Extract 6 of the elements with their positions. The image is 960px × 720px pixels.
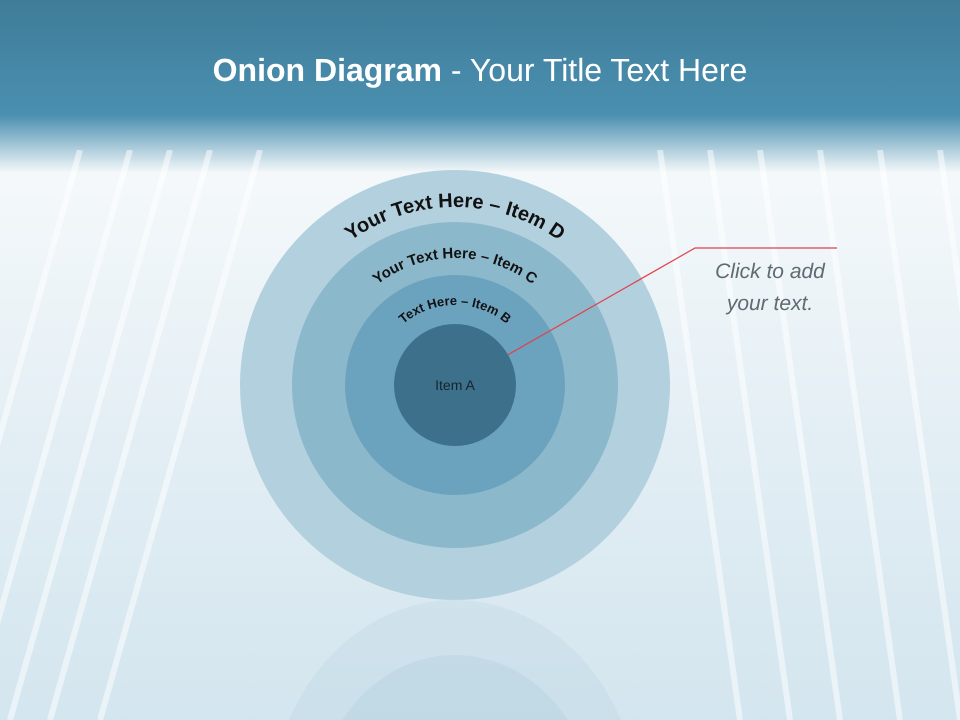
callout-text: Click to add your text.	[714, 259, 826, 317]
ring-label: Text Here – Item B	[396, 292, 514, 326]
core-label: Item A	[435, 376, 475, 394]
slide-title: Onion Diagram - Your Title Text Here	[212, 51, 748, 90]
ring-label: Your Text Here – Item D	[341, 190, 569, 245]
leader-line	[508, 247, 837, 356]
